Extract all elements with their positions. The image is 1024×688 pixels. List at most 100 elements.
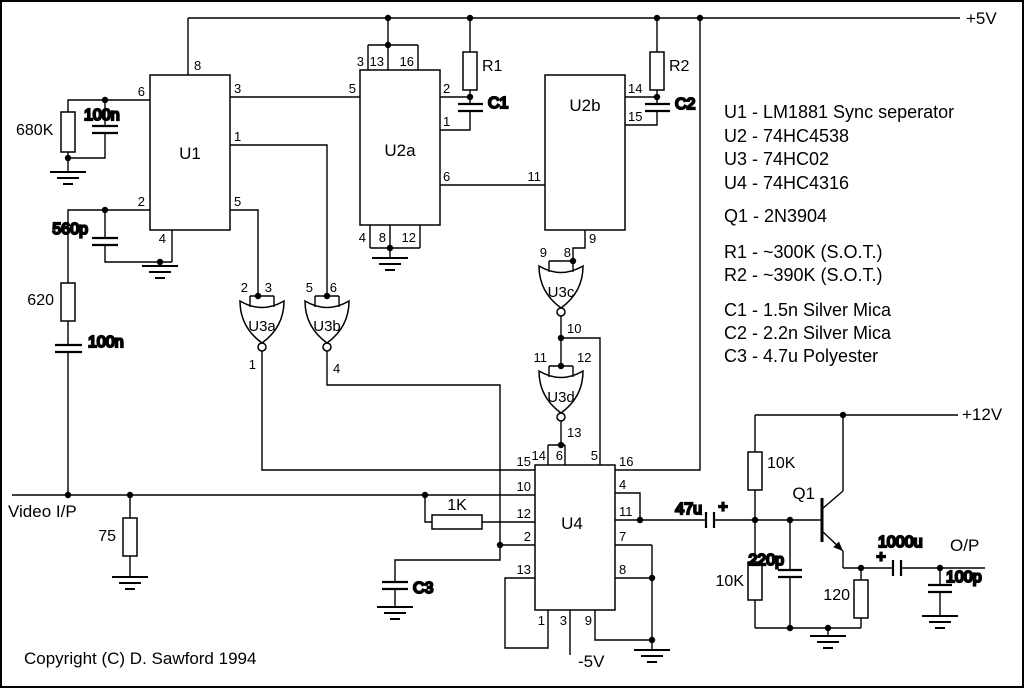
resistor-120: 120 bbox=[823, 579, 869, 619]
junction-dot bbox=[648, 636, 656, 644]
ic-u4: U4 15 10 12 2 13 16 4 11 7 8 14 6 5 1 3 … bbox=[517, 448, 634, 628]
wire-c2-to-u2b-pin15 bbox=[625, 111, 658, 126]
u1-pin-label-3: 3 bbox=[234, 81, 241, 96]
q1-emitter-arrow bbox=[833, 541, 843, 551]
wire-u4-pin16-5v bbox=[615, 18, 701, 471]
u1-pin-label-2: 2 bbox=[138, 194, 145, 209]
c-100n-bottom-label: 100n bbox=[88, 334, 124, 351]
u2a-pin-label-3: 3 bbox=[357, 54, 364, 69]
cap-47u: 47u + bbox=[674, 498, 729, 528]
c2-label: C2 bbox=[675, 96, 696, 113]
c-220p-label: 220p bbox=[748, 552, 784, 569]
wire-u1-pin6 bbox=[67, 99, 150, 112]
u3c-bubble bbox=[556, 307, 566, 317]
r-120-body bbox=[853, 579, 869, 619]
ic-u2a: U2a 3 13 16 5 2 1 6 4 8 12 bbox=[349, 54, 450, 245]
resistor-r2: R2 bbox=[649, 51, 690, 91]
u4-pin-label-5: 5 bbox=[591, 448, 598, 463]
u2b-body bbox=[544, 74, 626, 231]
ic-u1: U1 8 6 3 1 2 5 4 bbox=[138, 58, 241, 246]
u3b-body bbox=[304, 299, 350, 344]
wire-u3a-input-ties bbox=[249, 295, 275, 307]
resistor-75: 75 bbox=[98, 517, 138, 557]
gate-u3c: U3c 9 8 10 bbox=[538, 245, 584, 336]
junction-dot bbox=[421, 491, 429, 499]
wire-u1-pin2 bbox=[67, 209, 150, 283]
u3a-ref: U3a bbox=[248, 318, 276, 335]
u3b-ref: U3b bbox=[313, 318, 341, 335]
r-1k-body bbox=[431, 514, 483, 530]
cap-c2: C2 bbox=[645, 95, 697, 114]
junction-dot bbox=[386, 244, 394, 252]
u3b-pin-label-4: 4 bbox=[333, 361, 340, 376]
q1-collector bbox=[821, 415, 844, 510]
wire-u4-pin1-13-loop bbox=[504, 577, 549, 649]
u1-pin-label-1: 1 bbox=[234, 129, 241, 144]
ground-symbol bbox=[376, 606, 414, 620]
parts-list-item-c3: C3 - 4.7u Polyester bbox=[724, 346, 878, 366]
ground-symbol bbox=[141, 265, 179, 279]
u2a-ref: U2a bbox=[384, 141, 416, 160]
cap-100n-top: 100n bbox=[83, 106, 121, 135]
u4-pin-label-15: 15 bbox=[517, 454, 531, 469]
junction-dots bbox=[64, 14, 944, 644]
wire-u1-pin5-to-u3a bbox=[230, 209, 259, 296]
u3a-pin-label-1: 1 bbox=[249, 357, 256, 372]
u3d-pin-label-13: 13 bbox=[567, 425, 581, 440]
r-680k-body bbox=[60, 111, 76, 153]
u1-body bbox=[149, 74, 231, 231]
r1-label: R1 bbox=[482, 58, 503, 75]
r2-label: R2 bbox=[669, 58, 690, 75]
video-input-label: Video I/P bbox=[8, 502, 77, 521]
junction-dot bbox=[156, 258, 164, 266]
labels: +5V +12V -5V Video I/P O/P Copyright (C)… bbox=[8, 9, 1003, 671]
parts-list-item-q1: Q1 - 2N3904 bbox=[724, 206, 827, 226]
u4-pin-label-14: 14 bbox=[532, 448, 546, 463]
cap-c3: C3 bbox=[382, 579, 435, 598]
c-100n-top-label: 100n bbox=[84, 107, 120, 124]
output-label: O/P bbox=[950, 536, 979, 555]
u4-pin-label-1: 1 bbox=[538, 613, 545, 628]
wire-bias-gnd-bus bbox=[755, 627, 861, 636]
junction-dot bbox=[64, 491, 72, 499]
parts-list-item-r2: R2 - ~390K (S.O.T.) bbox=[724, 265, 883, 285]
resistor-680k: 680K bbox=[16, 111, 76, 153]
c-1000u-polarity: + bbox=[876, 549, 885, 566]
copyright-text: Copyright (C) D. Sawford 1994 bbox=[24, 649, 256, 668]
u4-body bbox=[534, 464, 616, 611]
u3a-pin-label-2: 2 bbox=[241, 280, 248, 295]
r-10k-bottom-body bbox=[747, 561, 763, 601]
c-100p-label: 100p bbox=[946, 569, 982, 586]
u2a-pin-label-13: 13 bbox=[370, 54, 384, 69]
u3c-pin-label-8: 8 bbox=[564, 245, 571, 260]
u3d-pin-label-11: 11 bbox=[534, 350, 548, 365]
junction-dot bbox=[786, 624, 794, 632]
u4-pin-label-13: 13 bbox=[517, 562, 531, 577]
u2b-pin-label-14: 14 bbox=[628, 81, 642, 96]
junction-dot bbox=[254, 292, 262, 300]
cap-1000u: 1000u + bbox=[875, 533, 924, 576]
cap-560p: 560p bbox=[51, 220, 118, 247]
u1-ref: U1 bbox=[179, 144, 201, 163]
junction-dot bbox=[751, 516, 759, 524]
rail-5v-label: +5V bbox=[966, 9, 997, 28]
cap-100n-bottom: 100n bbox=[55, 333, 125, 354]
c3-label: C3 bbox=[413, 580, 434, 597]
u1-pin-label-6: 6 bbox=[138, 84, 145, 99]
u3d-ref: U3d bbox=[547, 389, 575, 406]
q1-ref: Q1 bbox=[792, 484, 815, 503]
r-10k-top-body bbox=[747, 451, 763, 491]
wire-u2a-bottom-pins bbox=[369, 225, 421, 258]
u3a-body bbox=[239, 299, 285, 344]
parts-list-item-c1: C1 - 1.5n Silver Mica bbox=[724, 300, 892, 320]
junction-dot bbox=[636, 516, 644, 524]
u2a-pin-label-12: 12 bbox=[402, 230, 416, 245]
resistor-620: 620 bbox=[27, 282, 76, 322]
ic-u2b: U2b 14 15 11 9 bbox=[528, 74, 642, 246]
u4-pin-label-6: 6 bbox=[556, 448, 563, 463]
wire-u1-pin1-to-u3b bbox=[230, 144, 328, 296]
u4-pin-label-12: 12 bbox=[517, 506, 531, 521]
u4-pin-label-10: 10 bbox=[517, 479, 531, 494]
u3b-pin-label-5: 5 bbox=[306, 280, 313, 295]
